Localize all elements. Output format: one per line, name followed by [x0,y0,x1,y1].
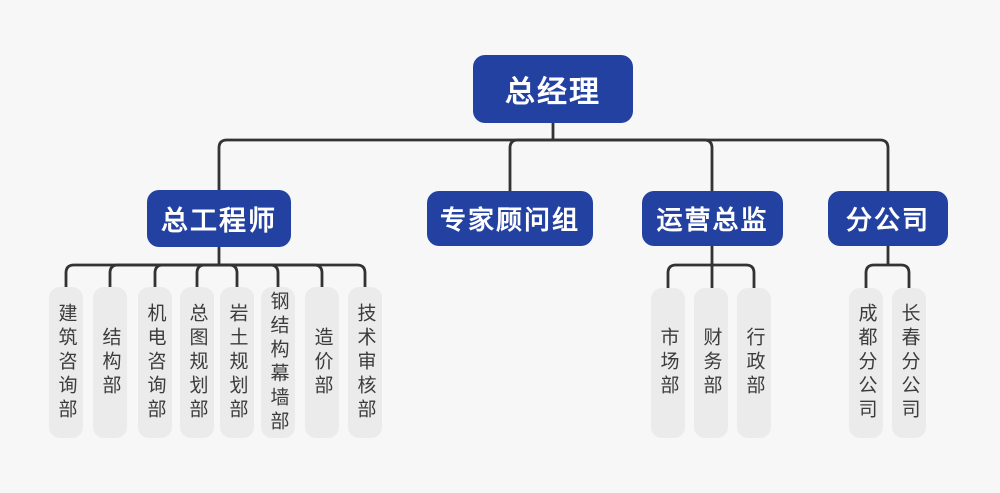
connector [508,138,553,195]
org-node-operations-director: 运营总监 [642,191,783,246]
connector [888,263,911,292]
connector [195,263,219,292]
connector [712,263,756,292]
org-node-leaf: 成都分公司 [849,288,883,438]
connector [553,138,714,195]
org-node-root: 总经理 [473,55,633,123]
org-node-leaf: 市场部 [651,288,685,438]
connector [666,263,712,292]
org-node-expert-advisors: 专家顾问组 [427,191,593,246]
org-node-leaf: 机电咨询部 [138,287,172,438]
org-node-leaf: 总图规划部 [180,287,214,438]
connector [108,263,219,292]
org-node-chief-engineer: 总工程师 [147,190,291,247]
connector [153,263,219,292]
org-node-leaf: 财务部 [694,288,728,438]
org-node-leaf: 长春分公司 [892,288,926,438]
connector [217,138,553,194]
org-node-leaf: 结构部 [93,287,127,438]
org-node-leaf: 行政部 [737,288,771,438]
org-node-leaf: 技术审核部 [348,287,382,438]
org-node-leaf: 岩土规划部 [220,287,254,438]
connector [219,263,367,292]
connector [553,138,890,195]
org-node-leaf: 造价部 [305,287,339,438]
org-node-leaf: 钢结构幕墙部 [261,287,295,438]
connector [864,263,888,292]
org-node-branch-company: 分公司 [828,191,948,246]
org-node-leaf: 建筑咨询部 [49,287,83,438]
connector [64,263,219,292]
